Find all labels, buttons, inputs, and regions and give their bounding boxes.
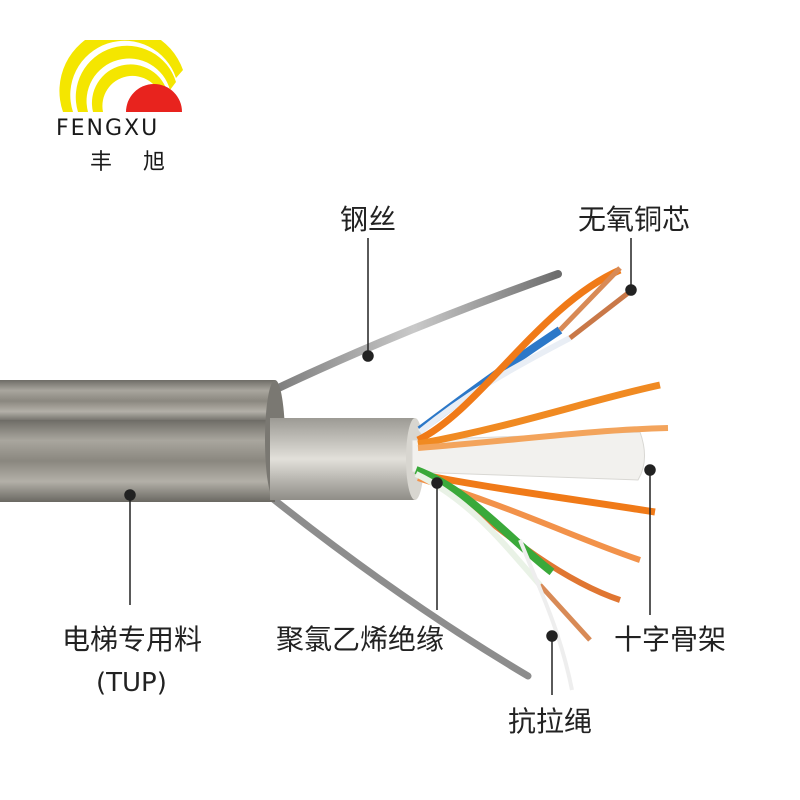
outer-jacket-upper [0,380,275,422]
brand-name-cn: 丰 旭 [90,150,177,175]
fengxu-logo-icon [59,40,183,112]
steel-wire-lower [268,494,532,680]
brand-name-en: FENGXU [56,116,160,141]
label-oxygen-free-copper: 无氧铜芯 [578,203,691,236]
inner-jacket [270,418,415,500]
tensile-rope [518,539,574,691]
label-elevator-material: 电梯专用料 [62,623,203,656]
label-steel-wire: 钢丝 [340,203,397,236]
label-tup: (TUP) [96,668,167,698]
outer-jacket-lower [0,420,275,502]
label-pvc-insulation: 聚氯乙烯绝缘 [276,623,445,656]
label-tensile-rope: 抗拉绳 [508,705,593,738]
steel-wire-upper [266,270,562,396]
label-cross-skeleton: 十字骨架 [614,623,727,656]
